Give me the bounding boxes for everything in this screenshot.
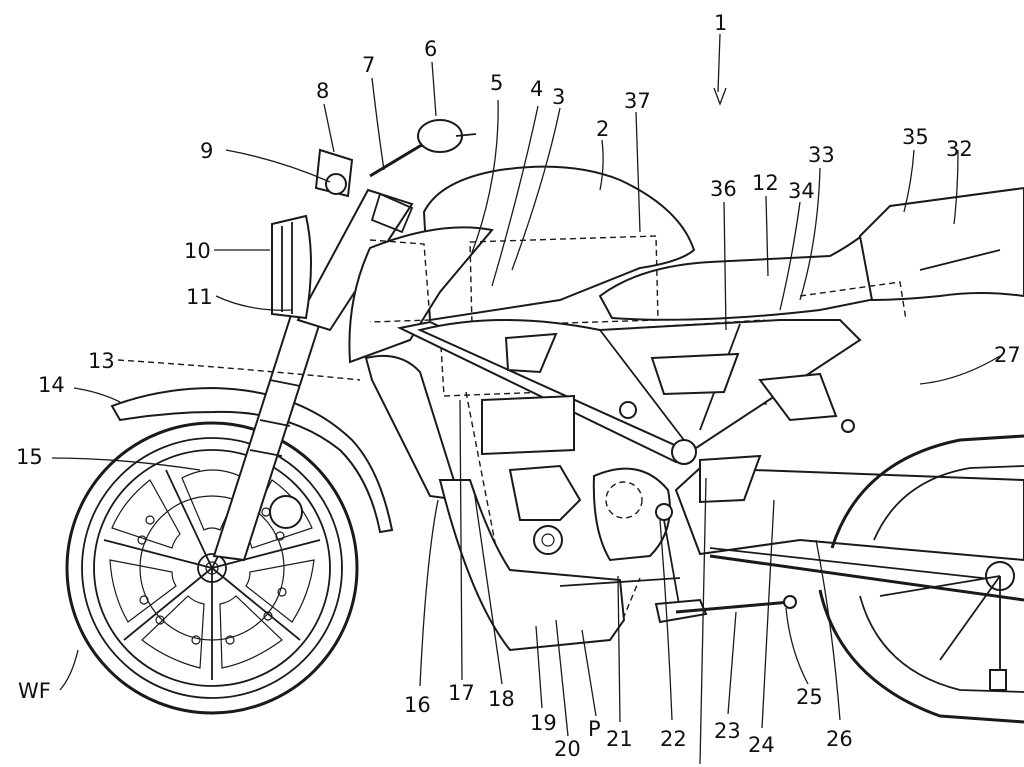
label-13: 13 (88, 349, 115, 373)
label-25: 25 (796, 685, 823, 709)
label-20: 20 (554, 737, 581, 761)
label-33: 33 (808, 143, 835, 167)
label-4: 4 (530, 77, 543, 101)
label-P: P (588, 717, 601, 741)
label-19: 19 (530, 711, 557, 735)
label-10: 10 (184, 239, 211, 263)
label-7: 7 (362, 53, 375, 77)
drive-unit (364, 354, 681, 652)
label-37: 37 (624, 89, 651, 113)
label-23: 23 (714, 719, 741, 743)
reference-labels: 1 2 3 4 5 6 7 8 9 10 11 12 13 14 15 16 1… (16, 11, 1021, 761)
label-11: 11 (186, 285, 213, 309)
label-17: 17 (448, 681, 475, 705)
leader-lines (51, 33, 1001, 765)
rear-wheel (818, 434, 1024, 724)
label-35: 35 (902, 125, 929, 149)
label-14: 14 (38, 373, 65, 397)
label-5: 5 (490, 71, 503, 95)
battery-hidden (469, 235, 659, 327)
label-15: 15 (16, 445, 43, 469)
label-32: 32 (946, 137, 973, 161)
label-34: 34 (788, 179, 815, 203)
handlebar (314, 119, 477, 234)
label-6: 6 (424, 37, 437, 61)
label-9: 9 (200, 139, 213, 163)
label-24: 24 (748, 733, 775, 757)
front-wheel (65, 421, 359, 715)
label-27: 27 (994, 343, 1021, 367)
label-3: 3 (552, 85, 565, 109)
front-fender (110, 386, 394, 534)
label-1: 1 (714, 11, 727, 35)
label-2: 2 (596, 117, 609, 141)
frame (396, 319, 862, 465)
label-22: 22 (660, 727, 687, 751)
label-16: 16 (404, 693, 431, 717)
fuel-tank (422, 165, 696, 322)
label-8: 8 (316, 79, 329, 103)
label-36: 36 (710, 177, 737, 201)
label-26: 26 (826, 727, 853, 751)
label-12: 12 (752, 171, 779, 195)
label-21: 21 (606, 727, 633, 751)
label-18: 18 (488, 687, 515, 711)
side-shroud (348, 226, 494, 364)
label-WF: WF (18, 679, 51, 703)
tail-section (858, 186, 1024, 302)
